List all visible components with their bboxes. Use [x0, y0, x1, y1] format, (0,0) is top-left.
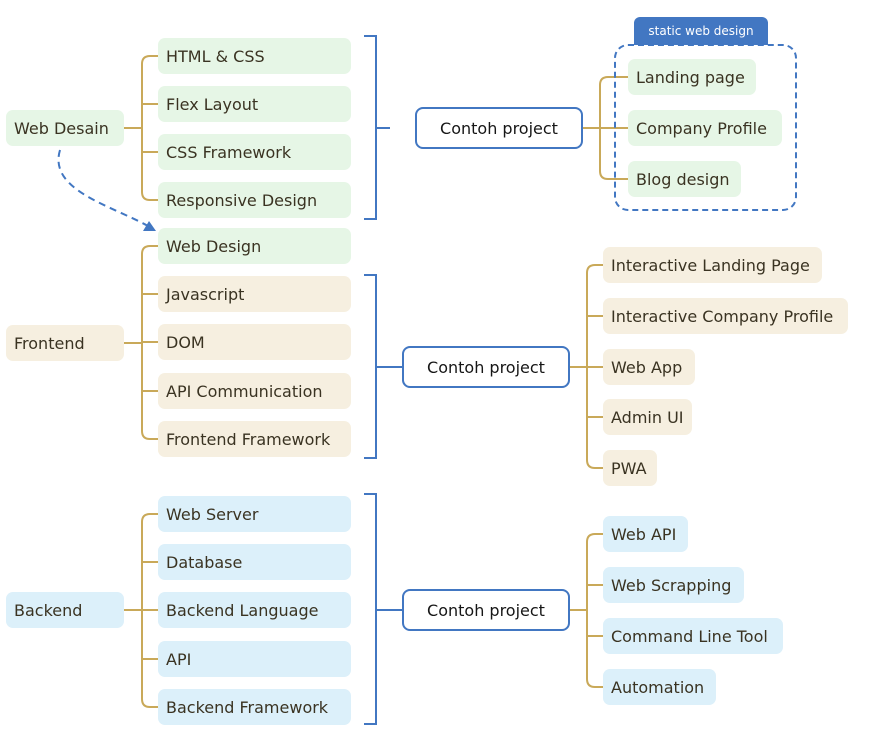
root-frontend[interactable]: Frontend	[6, 325, 124, 361]
example-interactive-company-profile[interactable]: Interactive Company Profile	[603, 298, 848, 334]
static-web-design-frame	[614, 44, 797, 211]
topic-html-css[interactable]: HTML & CSS	[158, 38, 351, 74]
topic-dom[interactable]: DOM	[158, 324, 351, 360]
static-web-design-tag: static web design	[634, 17, 768, 45]
topic-database[interactable]: Database	[158, 544, 351, 580]
link-backend-examples	[586, 533, 603, 688]
topic-frontend-framework[interactable]: Frontend Framework	[158, 421, 351, 457]
bracket-frontend	[364, 274, 404, 459]
example-web-app[interactable]: Web App	[603, 349, 695, 385]
project-frontend[interactable]: Contoh project	[402, 346, 570, 388]
project-webdesain[interactable]: Contoh project	[415, 107, 583, 149]
root-web-desain[interactable]: Web Desain	[6, 110, 124, 146]
example-admin-ui[interactable]: Admin UI	[603, 399, 692, 435]
dashed-arrow	[57, 149, 149, 227]
example-blog-design[interactable]: Blog design	[628, 161, 741, 197]
topic-backend-language[interactable]: Backend Language	[158, 592, 351, 628]
link-frontend-mid	[142, 293, 158, 392]
bracket-webdesain	[364, 35, 390, 220]
topic-web-design[interactable]: Web Design	[158, 228, 351, 264]
example-command-line-tool[interactable]: Command Line Tool	[603, 618, 783, 654]
example-web-api[interactable]: Web API	[603, 516, 688, 552]
topic-css-framework[interactable]: CSS Framework	[158, 134, 351, 170]
topic-javascript[interactable]: Javascript	[158, 276, 351, 312]
example-interactive-landing-page[interactable]: Interactive Landing Page	[603, 247, 822, 283]
link-webdesain-spine	[141, 55, 158, 201]
topic-flex-layout[interactable]: Flex Layout	[158, 86, 351, 122]
example-landing-page[interactable]: Landing page	[628, 59, 756, 95]
example-pwa[interactable]: PWA	[603, 450, 657, 486]
topic-responsive-design[interactable]: Responsive Design	[158, 182, 351, 218]
link-webdesain-mid	[142, 103, 158, 153]
topic-backend-framework[interactable]: Backend Framework	[158, 689, 351, 725]
link-backend-mid	[142, 561, 158, 660]
topic-api[interactable]: API	[158, 641, 351, 677]
example-company-profile[interactable]: Company Profile	[628, 110, 782, 146]
example-web-scrapping[interactable]: Web Scrapping	[603, 567, 744, 603]
example-automation[interactable]: Automation	[603, 669, 716, 705]
dashed-arrow-head	[143, 221, 156, 231]
bracket-backend	[364, 493, 404, 725]
link-frontend-examples	[586, 264, 603, 469]
project-backend[interactable]: Contoh project	[402, 589, 570, 631]
root-backend[interactable]: Backend	[6, 592, 124, 628]
topic-api-communication[interactable]: API Communication	[158, 373, 351, 409]
topic-web-server[interactable]: Web Server	[158, 496, 351, 532]
